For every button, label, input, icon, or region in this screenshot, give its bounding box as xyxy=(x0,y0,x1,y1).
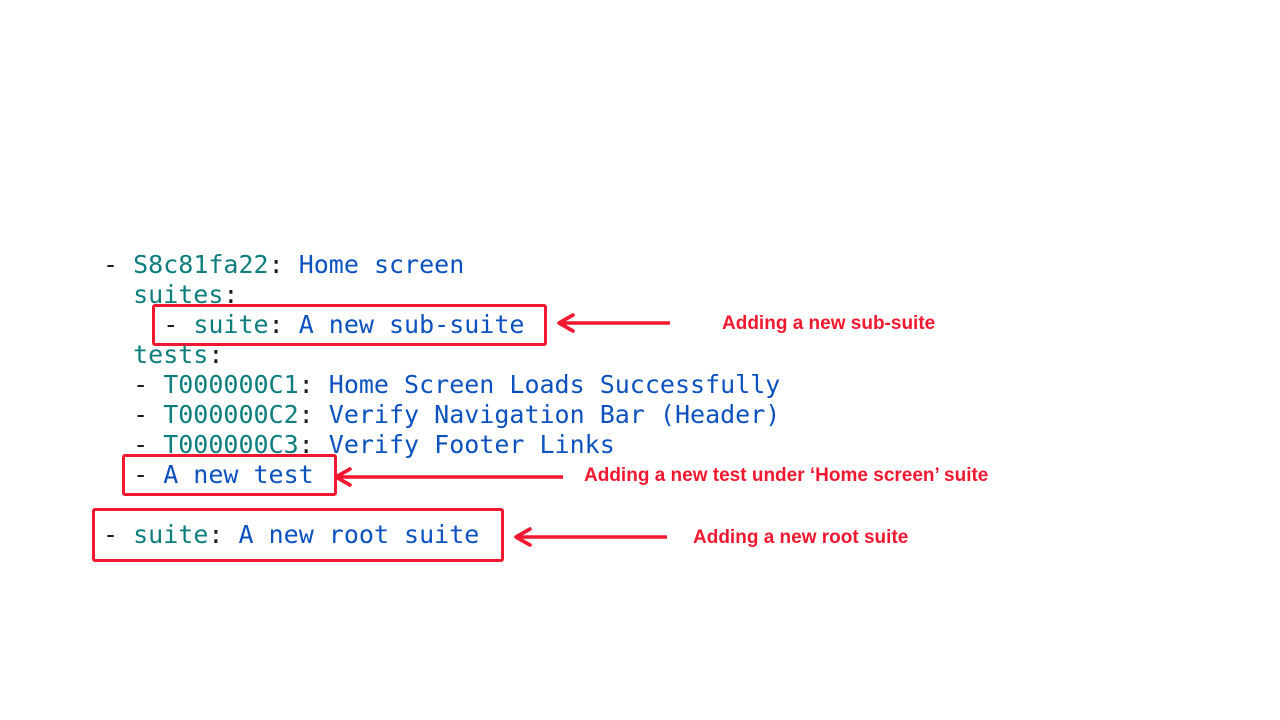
yaml-test-name: Verify Footer Links xyxy=(328,430,615,459)
yaml-dash: - xyxy=(133,460,164,489)
code-line-test-c2: - T000000C2: Verify Navigation Bar (Head… xyxy=(103,400,780,430)
yaml-key: suites xyxy=(133,280,224,309)
code-line-home-suite: - S8c81fa22: Home screen xyxy=(103,250,780,280)
yaml-dash: - xyxy=(163,310,194,339)
highlight-box-new-test: - A new test xyxy=(122,454,337,496)
highlight-box-root-suite: - suite: A new root suite xyxy=(92,508,505,562)
yaml-dash: - xyxy=(133,370,164,399)
yaml-key: suite xyxy=(193,310,269,339)
yaml-key: tests xyxy=(133,340,209,369)
yaml-new-test-name: A new test xyxy=(163,460,314,489)
yaml-colon: : xyxy=(208,520,239,549)
code-line-new-sub-suite: - suite: A new sub-suite xyxy=(103,304,780,346)
code-line-tests-key: tests: xyxy=(103,340,780,370)
yaml-colon: : xyxy=(223,280,239,309)
highlight-box-sub-suite: - suite: A new sub-suite xyxy=(152,304,548,346)
yaml-colon: : xyxy=(298,400,329,429)
yaml-colon: : xyxy=(298,430,329,459)
yaml-key: suite xyxy=(133,520,209,549)
yaml-test-id: T000000C1 xyxy=(163,370,299,399)
yaml-colon: : xyxy=(268,310,299,339)
yaml-dash: - xyxy=(133,430,164,459)
yaml-colon: : xyxy=(298,370,329,399)
annotation-label-sub-suite: Adding a new sub-suite xyxy=(722,313,936,334)
yaml-dash: - xyxy=(103,250,134,279)
yaml-colon: : xyxy=(268,250,299,279)
yaml-test-id: T000000C3 xyxy=(163,430,299,459)
annotation-label-root-suite: Adding a new root suite xyxy=(693,527,909,548)
code-line-suites-key: suites: xyxy=(103,280,780,310)
yaml-code-block: - S8c81fa22: Home screen suites: - suite… xyxy=(92,250,780,562)
yaml-test-name: Home Screen Loads Successfully xyxy=(328,370,781,399)
code-line-test-c3: - T000000C3: Verify Footer Links xyxy=(103,430,780,460)
code-line-new-root-suite: - suite: A new root suite xyxy=(92,508,780,562)
yaml-suite-name: Home screen xyxy=(298,250,465,279)
yaml-colon: : xyxy=(208,340,224,369)
code-line-new-test: - A new test xyxy=(103,454,780,496)
annotation-label-new-test: Adding a new test under ‘Home screen’ su… xyxy=(584,465,989,486)
yaml-test-name: Verify Navigation Bar (Header) xyxy=(328,400,781,429)
yaml-test-id: T000000C2 xyxy=(163,400,299,429)
yaml-root-suite-name: A new root suite xyxy=(238,520,480,549)
yaml-suite-id: S8c81fa22 xyxy=(133,250,269,279)
yaml-dash: - xyxy=(133,400,164,429)
yaml-sub-suite-name: A new sub-suite xyxy=(298,310,525,339)
code-line-test-c1: - T000000C1: Home Screen Loads Successfu… xyxy=(103,370,780,400)
yaml-dash: - xyxy=(103,520,134,549)
